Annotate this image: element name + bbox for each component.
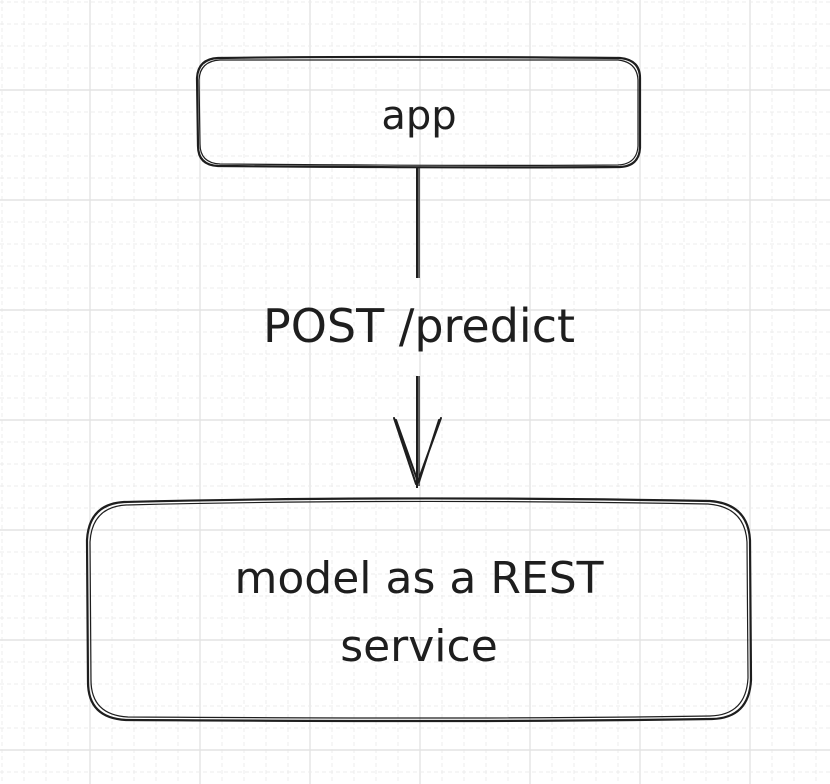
service-node-border	[85, 497, 753, 723]
service-node[interactable]: model as a REST service	[85, 497, 753, 723]
app-node-label: app	[381, 93, 456, 139]
service-node-border-sketch	[89, 500, 749, 719]
app-node-border	[195, 55, 642, 169]
app-node[interactable]: app	[195, 55, 642, 169]
app-node-border-sketch	[198, 58, 639, 167]
service-node-label-line2: service	[340, 621, 498, 672]
edge-label: POST /predict	[263, 299, 575, 353]
request-arrow	[393, 168, 442, 488]
service-node-label-line1: model as a REST	[235, 553, 604, 604]
arrow-head	[393, 417, 442, 485]
